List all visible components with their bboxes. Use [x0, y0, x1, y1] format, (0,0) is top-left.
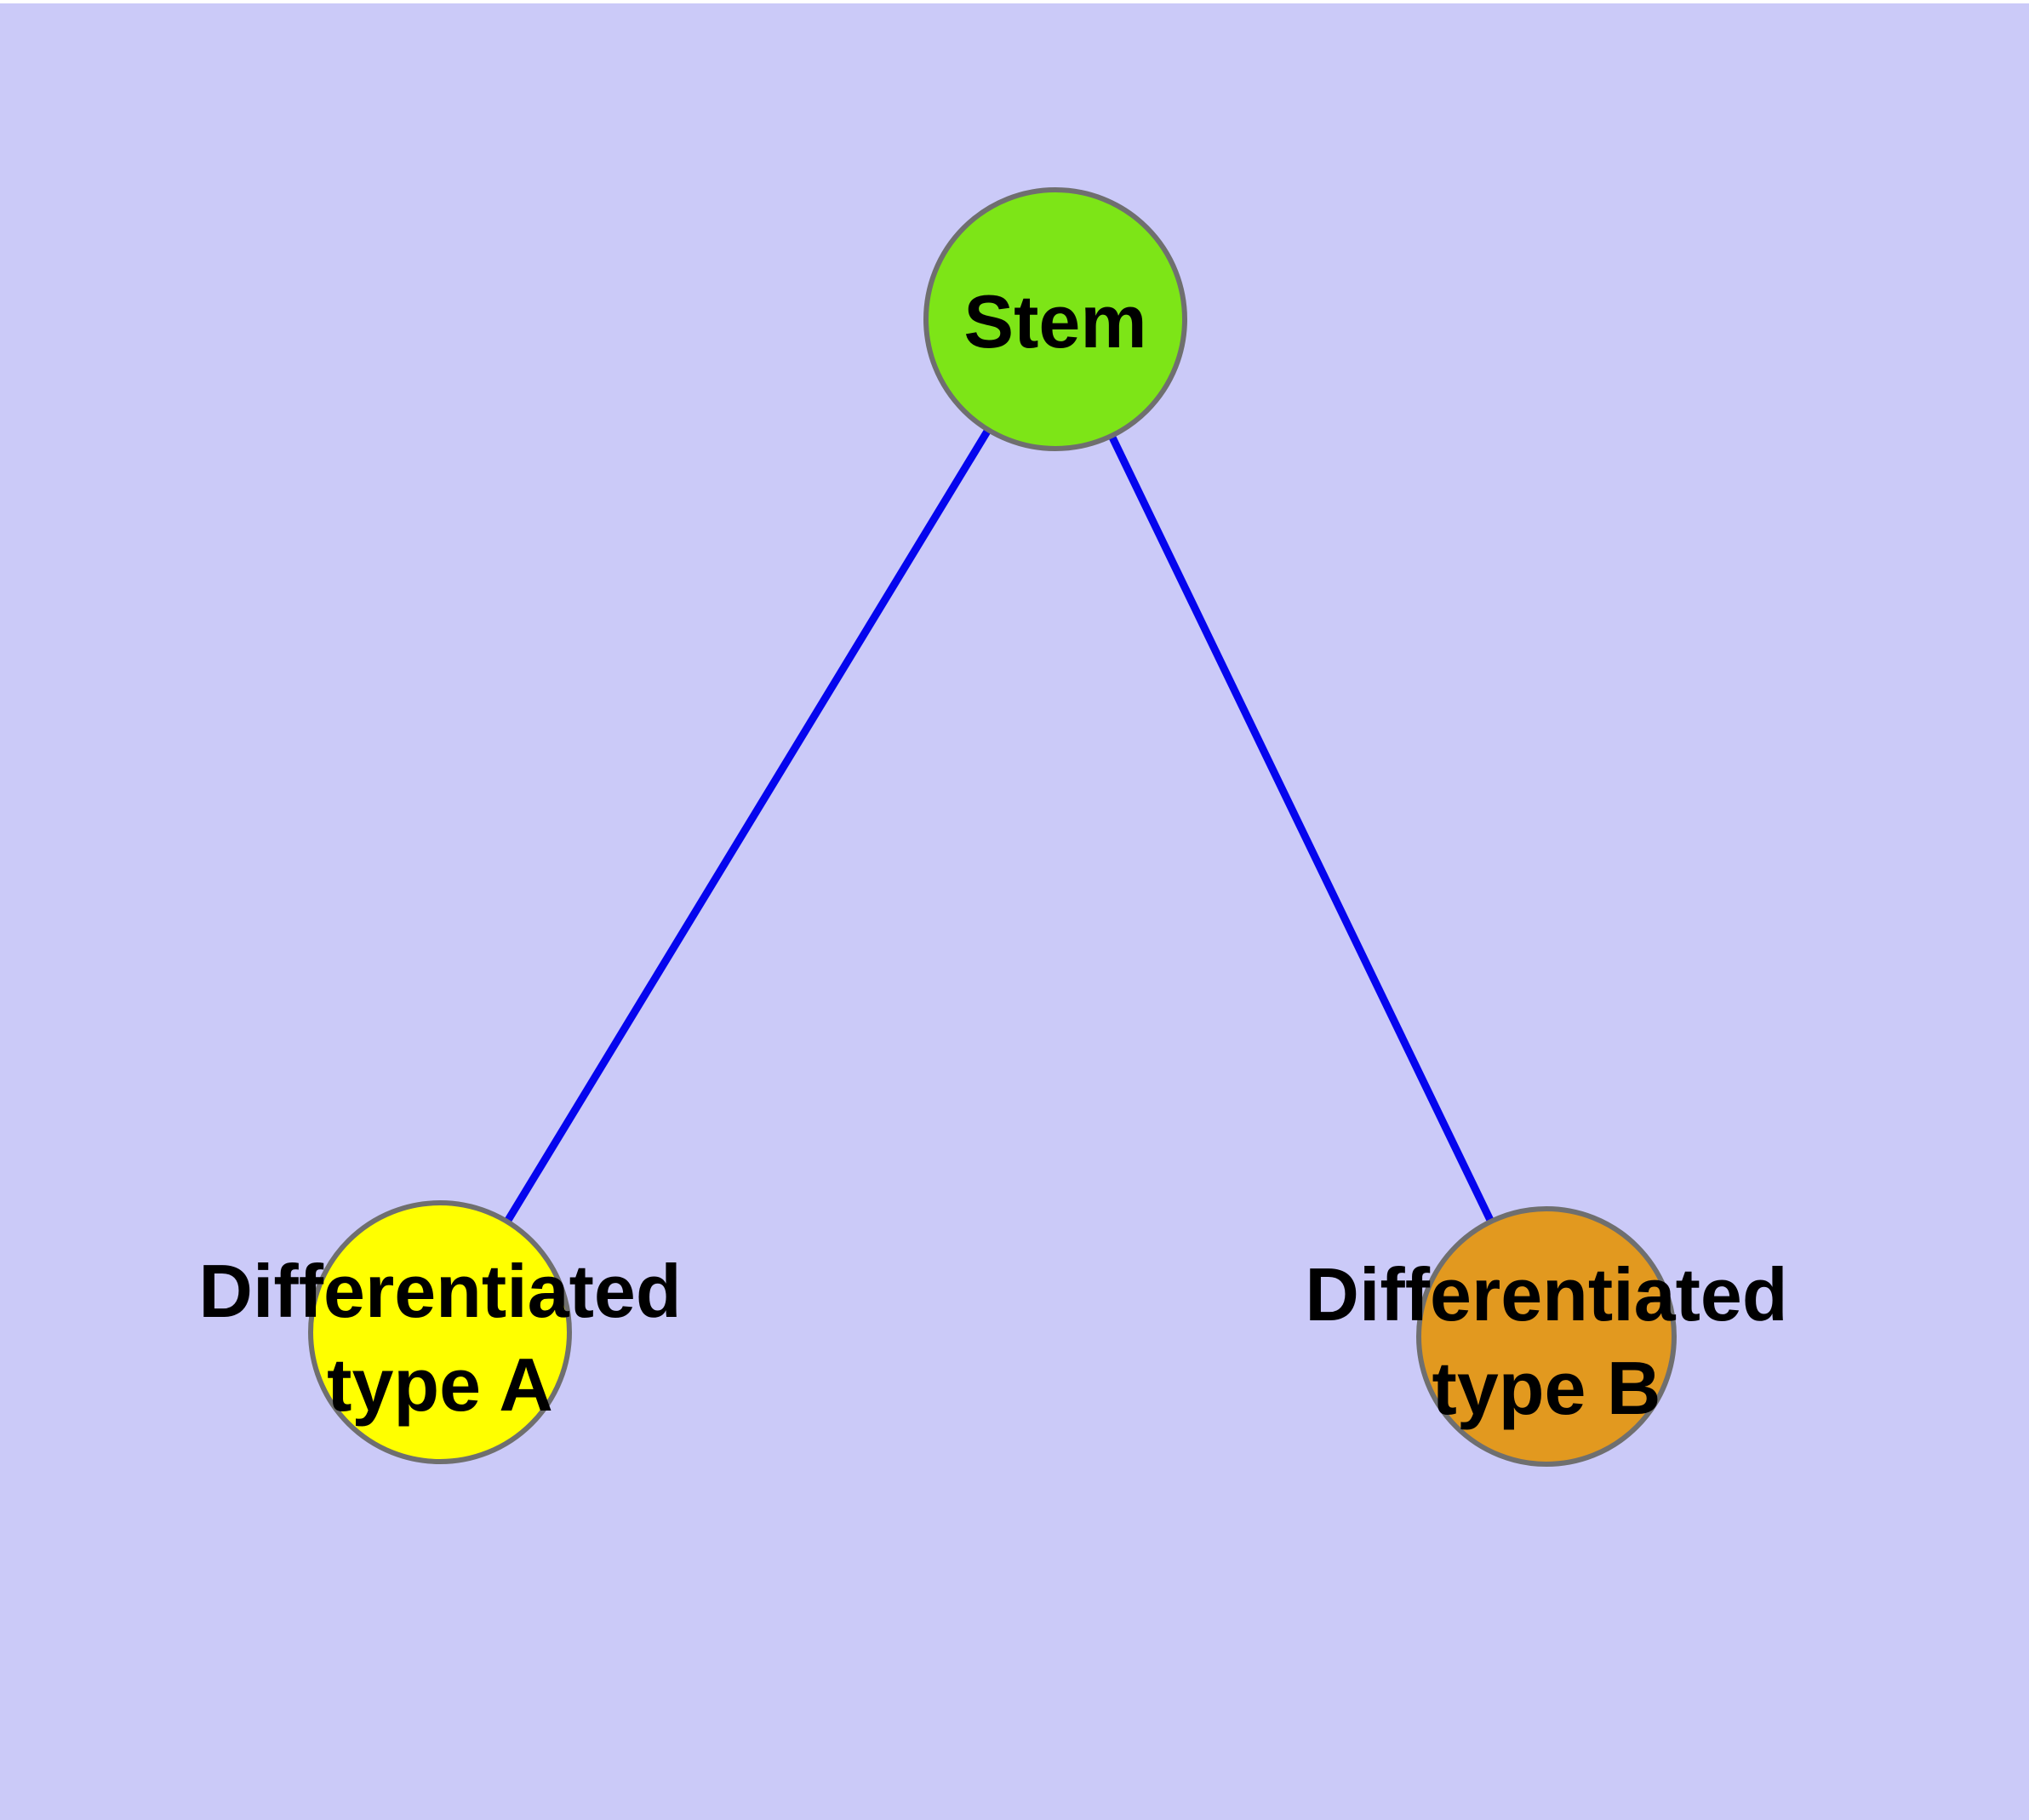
edge-stem-to-type-a [437, 317, 1059, 1335]
node-stem [923, 187, 1187, 451]
node-differentiated-type-a [308, 1200, 572, 1464]
edge-stem-to-type-b [1051, 318, 1551, 1338]
node-differentiated-type-b [1416, 1206, 1677, 1467]
